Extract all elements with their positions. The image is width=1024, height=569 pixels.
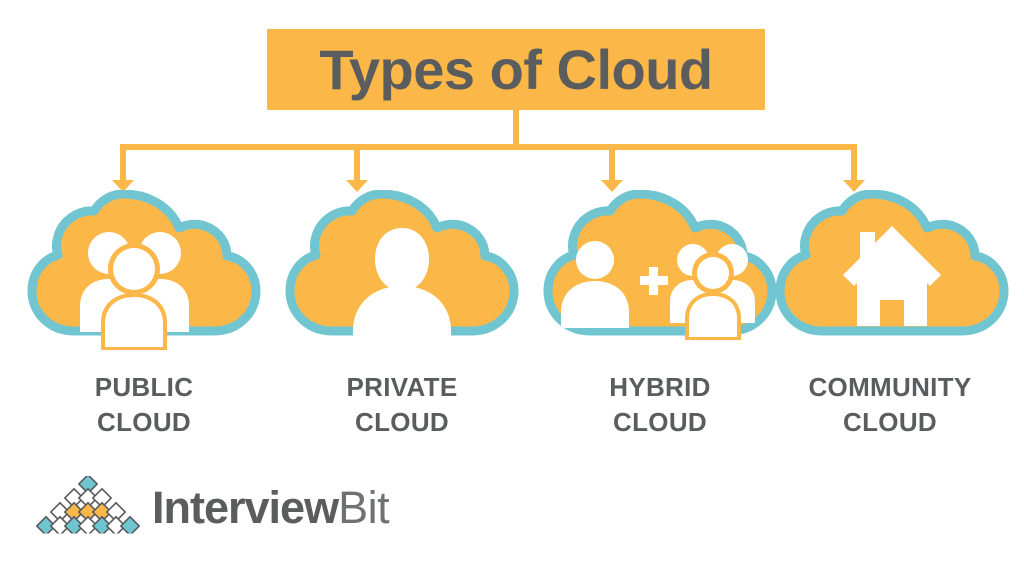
cloud-node-hybrid[interactable]	[543, 190, 777, 353]
diagram-title-box: Types of Cloud	[267, 29, 765, 110]
cloud-shape	[27, 190, 261, 350]
cloud-node-public[interactable]	[27, 190, 261, 353]
cloud-label-public: PUBLIC CLOUD	[27, 370, 261, 440]
cloud-label-private: PRIVATE CLOUD	[285, 370, 519, 440]
cloud-label-hybrid-line2: CLOUD	[613, 407, 707, 438]
cloud-label-private-line1: PRIVATE	[346, 372, 458, 402]
cloud-label-community-line1: COMMUNITY	[808, 372, 972, 402]
interviewbit-diamond-mark	[36, 476, 140, 536]
cloud-label-public-line1: PUBLIC	[94, 372, 194, 402]
cloud-label-hybrid-line1: HYBRID	[609, 372, 711, 402]
person-plus-group-icon	[561, 241, 755, 340]
logo-word-interview: Interview	[152, 481, 339, 533]
logo-word-bit: Bit	[338, 481, 390, 533]
house-icon	[843, 226, 941, 326]
cloud-label-community: COMMUNITY CLOUD	[773, 370, 1007, 440]
cloud-shape	[775, 190, 1009, 336]
cloud-label-private-line2: CLOUD	[355, 407, 449, 438]
cloud-node-private[interactable]	[285, 190, 519, 353]
cloud-shape	[285, 190, 519, 343]
cloud-label-community-line2: CLOUD	[843, 407, 937, 438]
interviewbit-logo[interactable]: InterviewBit	[36, 476, 390, 536]
interviewbit-wordmark: InterviewBit	[152, 481, 390, 533]
single-person-icon	[353, 228, 451, 343]
connector-lines	[112, 100, 865, 192]
cloud-node-community[interactable]	[775, 190, 1009, 353]
cloud-label-public-line2: CLOUD	[97, 407, 191, 438]
page-title: Types of Cloud	[319, 37, 713, 101]
cloud-label-hybrid: HYBRID CLOUD	[543, 370, 777, 440]
cloud-shape	[543, 190, 777, 340]
group-of-people-icon	[80, 232, 189, 350]
